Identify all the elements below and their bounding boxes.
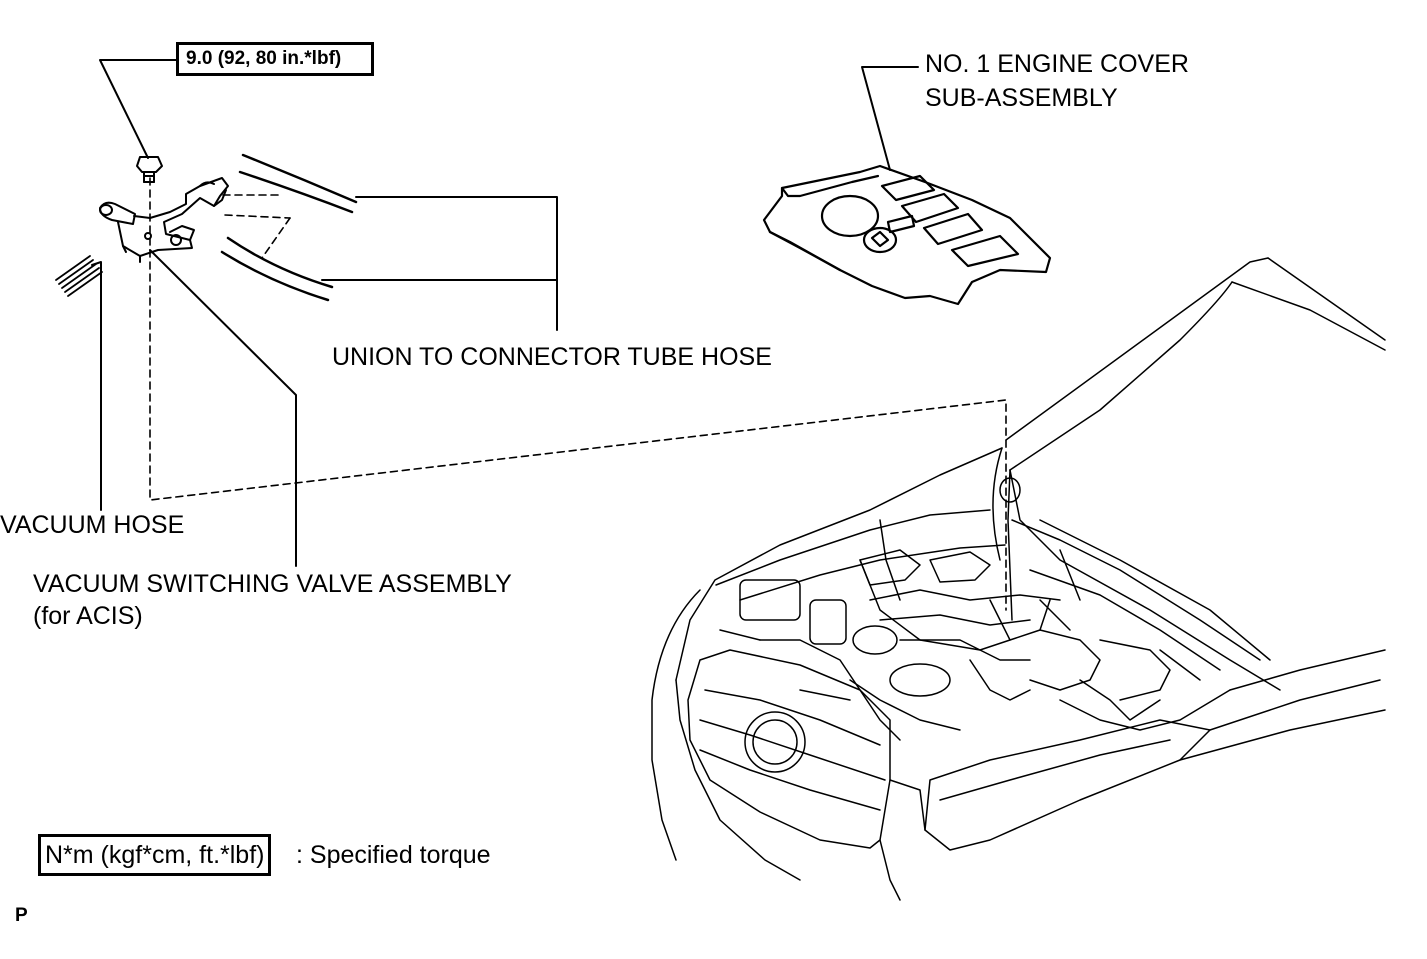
torque-leader-line <box>99 59 177 159</box>
engine-cover-shape <box>762 164 1052 306</box>
page-mark: P <box>15 905 28 926</box>
torque-spec-box: 9.0 (92, 80 in.*lbf) <box>176 42 374 76</box>
vsv-shape <box>99 177 229 263</box>
vacuum-hose-shape <box>55 255 103 297</box>
union-hose-leader-line <box>355 196 558 331</box>
union-hose-label: UNION TO CONNECTOR TUBE HOSE <box>332 343 772 371</box>
engine-cover-leader-line <box>861 66 919 171</box>
vsv-label-line2: (for ACIS) <box>33 602 143 630</box>
union-hose-shape <box>220 153 358 302</box>
vacuum-hose-leader-line <box>91 261 102 511</box>
vsv-label-line1: VACUUM SWITCHING VALVE ASSEMBLY <box>33 570 512 598</box>
vsv-leader-line <box>149 249 297 567</box>
location-dashed-line <box>149 177 1007 611</box>
vacuum-hose-label: VACUUM HOSE <box>0 511 185 539</box>
engine-cover-label-line1: NO. 1 ENGINE COVER <box>925 50 1189 78</box>
bolt-shape <box>136 156 163 183</box>
engine-cover-label-line2: SUB-ASSEMBLY <box>925 84 1118 112</box>
legend-unit-box: N*m (kgf*cm, ft.*lbf) <box>38 834 272 876</box>
vehicle-shape <box>651 257 1386 901</box>
legend-description: : Specified torque <box>296 841 491 869</box>
